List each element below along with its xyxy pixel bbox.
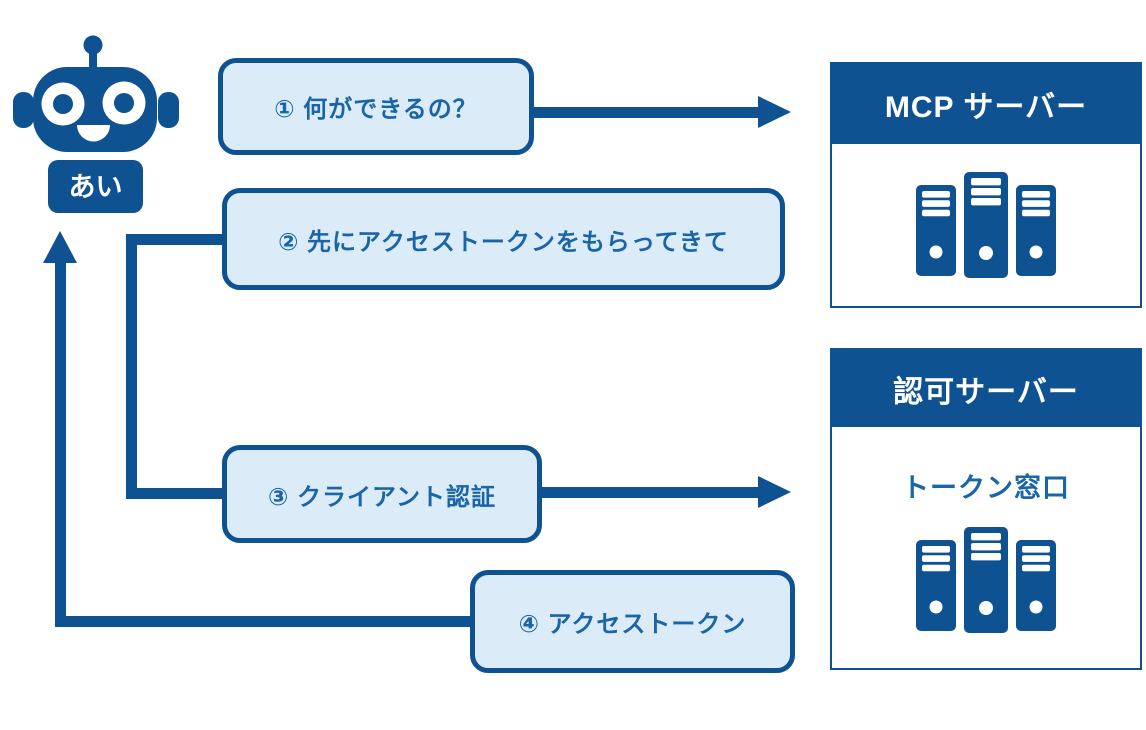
auth-server-card: 認可サーバー トークン窓口 xyxy=(830,348,1142,670)
arrow-3-to-auth-arrowhead-icon xyxy=(758,476,791,508)
return-arrow-4-vertical-line xyxy=(55,260,66,627)
auth-server-body: トークン窓口 xyxy=(832,427,1140,670)
message-bubble-4-label: ④ アクセストークン xyxy=(518,611,747,638)
robot-icon: あい xyxy=(13,35,179,213)
message-bubble-2-label: ② 先にアクセストークンをもらってきて xyxy=(278,228,729,256)
server-stack-icon xyxy=(916,172,1056,278)
return-arrow-4-arrowhead-icon xyxy=(43,231,77,263)
mcp-server-card: MCP サーバー xyxy=(830,62,1142,308)
connector-2-to-3-vertical-segment xyxy=(126,234,137,499)
message-bubble-4: ④ アクセストークン xyxy=(470,570,795,673)
mcp-server-body xyxy=(832,144,1140,306)
arrow-3-to-auth-line xyxy=(542,487,761,498)
message-bubble-3-label: ③ クライアント認証 xyxy=(267,483,497,511)
connector-2-to-3-bottom-segment xyxy=(126,488,222,499)
robot-name-label: あい xyxy=(69,172,123,202)
mcp-server-title: MCP サーバー xyxy=(884,91,1088,124)
auth-server-header: 認可サーバー xyxy=(832,350,1140,427)
token-endpoint-label: トークン窓口 xyxy=(902,473,1070,503)
message-bubble-1-label: ① 何ができるの？ xyxy=(274,96,478,123)
robot-character: あい xyxy=(8,30,194,216)
arrow-1-to-mcp-line xyxy=(533,107,761,118)
mcp-server-header: MCP サーバー xyxy=(832,64,1140,144)
server-stack-icon xyxy=(916,527,1056,633)
auth-server-title: 認可サーバー xyxy=(893,375,1079,409)
message-bubble-2: ② 先にアクセストークンをもらってきて xyxy=(222,188,785,290)
connector-2-to-3-top-segment xyxy=(126,234,222,245)
arrow-1-to-mcp-arrowhead-icon xyxy=(758,96,791,128)
message-bubble-1: ① 何ができるの？ xyxy=(218,58,534,155)
message-bubble-3: ③ クライアント認証 xyxy=(222,445,542,543)
return-arrow-4-horizontal-line xyxy=(55,616,470,627)
